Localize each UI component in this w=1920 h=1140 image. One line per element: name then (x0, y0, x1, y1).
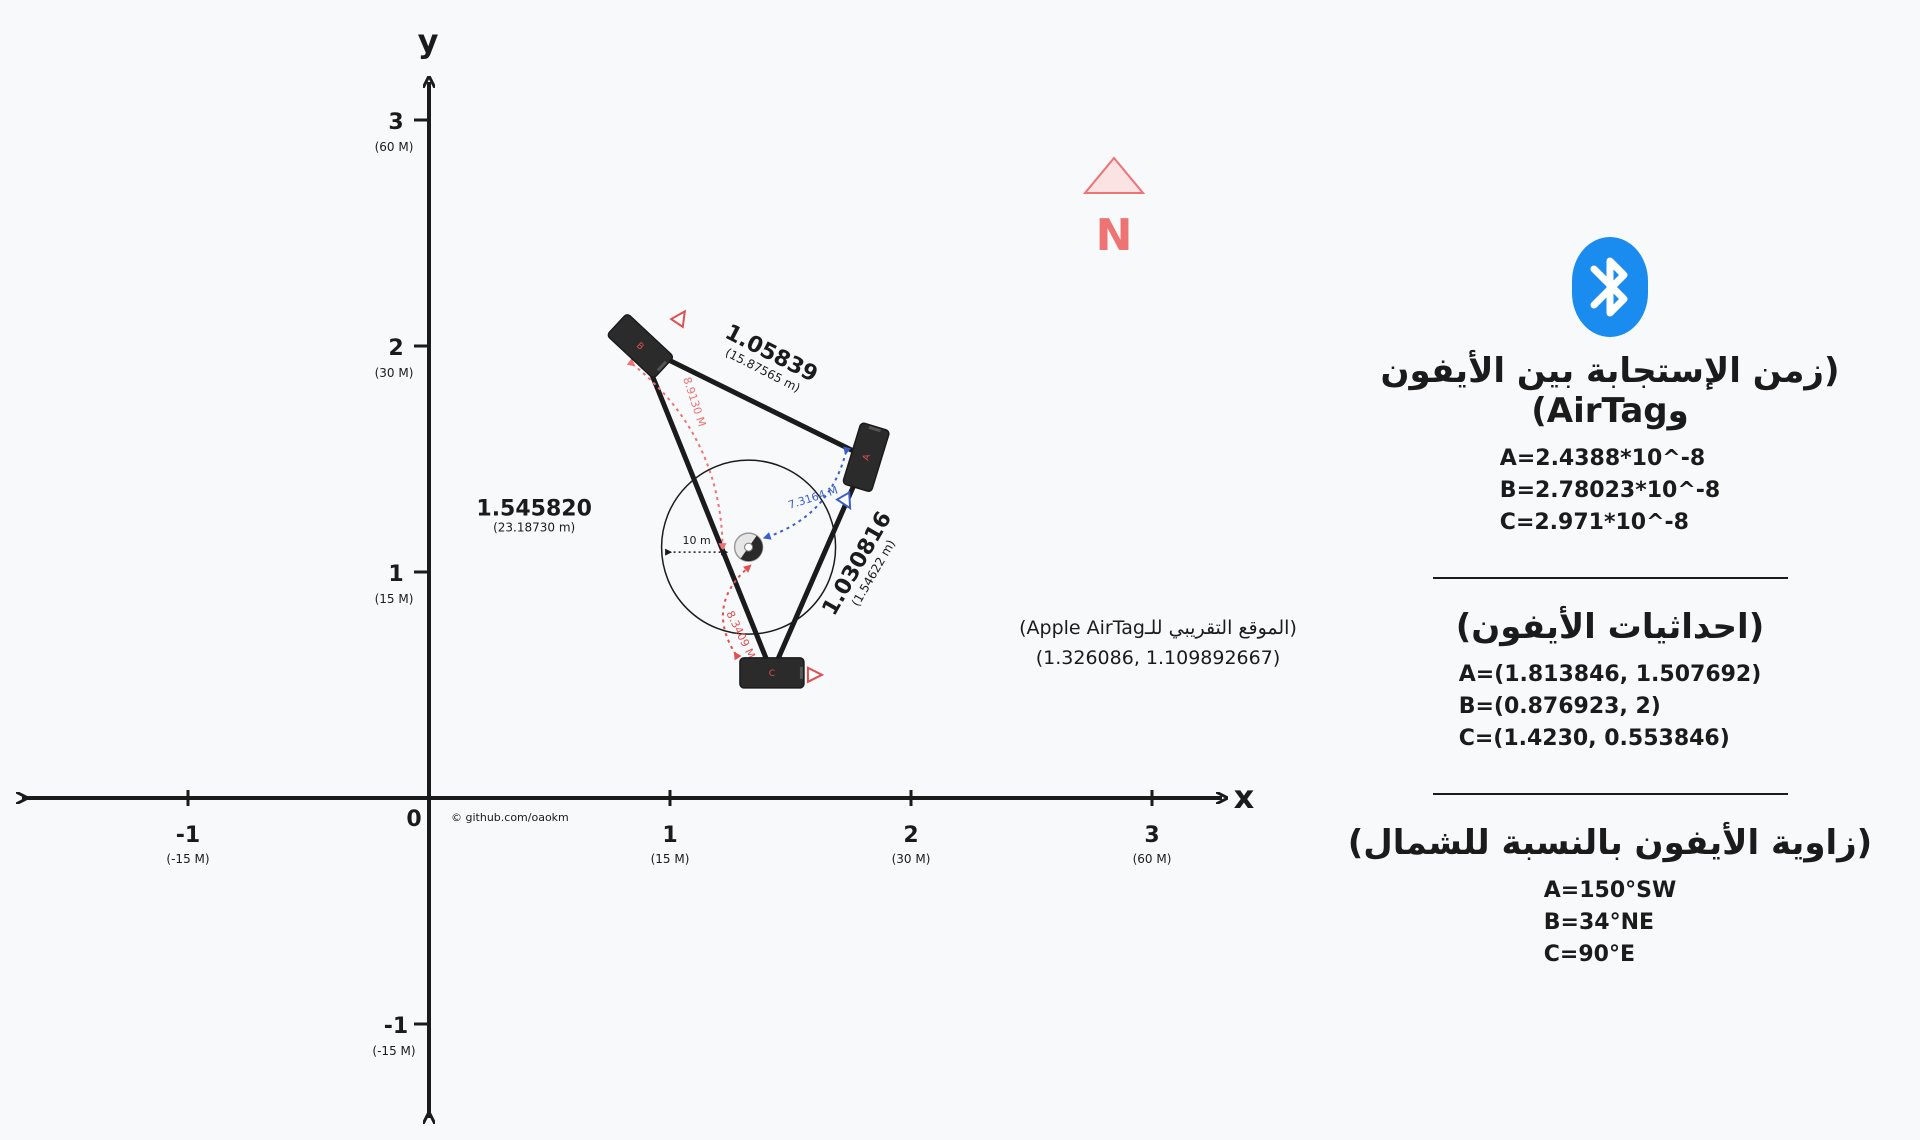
phone-label: B (634, 341, 645, 353)
phone-body (607, 314, 674, 378)
x-tick-label: -1 (176, 823, 200, 848)
x-tick-label: 3 (1144, 823, 1159, 848)
phone-label: C (769, 669, 775, 679)
axes: x y 0 -1 (-15 M) 1 (15 M) 2 (30 M) 3 (60 M) 3 (60… (22, 22, 1255, 1118)
coordinate-b: B=(0.876923, 2) (1458, 694, 1661, 719)
phone-body (739, 657, 805, 689)
angle-b: B=34°NE (1543, 910, 1655, 935)
x-tick-label: 1 (662, 823, 677, 848)
x-axis-label: x (1234, 778, 1255, 816)
y-tick-sub: (-15 M) (372, 1044, 415, 1058)
divider (1432, 793, 1788, 795)
tick-layer: -1 (-15 M) 1 (15 M) 2 (30 M) 3 (60 M) 3 (60 M) 2 (3… (166, 110, 1171, 1058)
side-bc-value: 1.545820 (476, 496, 592, 521)
coordinates-title: (احداثيات الأيفون) (1455, 607, 1765, 647)
y-tick-sub: (30 M) (375, 366, 414, 380)
distance-arrow-c (722, 564, 752, 661)
credit-text: © github.com/oaokm (451, 811, 569, 824)
airtag-estimate-coords: (1.326086, 1.109892667) (1036, 647, 1281, 669)
y-tick-label: 1 (388, 562, 403, 587)
y-tick-label: 2 (388, 336, 403, 361)
coordinates-list: A=(1.813846, 1.507692) B=(0.876923, 2) C… (1459, 659, 1762, 755)
coordinate-a: A=(1.813846, 1.507692) (1458, 662, 1762, 687)
y-tick-label: 3 (388, 110, 403, 135)
angle-a: A=150°SW (1543, 878, 1677, 903)
side-label-ab: 1.05839 (15.87565 m) (721, 320, 822, 395)
response-time-title: (زمن الإستجابة بين الأيفون وAirTag) (1380, 351, 1840, 431)
response-time-c: C=2.971*10^-8 (1499, 510, 1689, 535)
y-tick-sub: (60 M) (375, 140, 414, 154)
response-time-list: A=2.4388*10^-8 B=2.78023*10^-8 C=2.971*1… (1500, 443, 1720, 539)
side-label-bc: 1.545820 (23.18730 m) (476, 496, 592, 534)
phone-camera (868, 425, 881, 433)
x-tick-sub: (15 M) (651, 852, 690, 866)
heading-triangle (669, 309, 687, 329)
divider (1432, 577, 1788, 579)
heading-triangle (835, 490, 852, 511)
heading-triangle (806, 666, 825, 684)
phone-a: A (842, 422, 890, 493)
airtag-estimate: (الموقع التقريبي للـApple AirTag) (1.326… (1019, 617, 1297, 669)
phone-camera (656, 360, 668, 372)
y-tick-label: -1 (384, 1014, 408, 1039)
angle-list: A=150°SW B=34°NE C=90°E (1544, 875, 1677, 971)
angle-title: (زاوية الأيفون بالنسبة للشمال) (1347, 823, 1873, 863)
x-tick-label: 2 (903, 823, 918, 848)
north-triangle-icon (1082, 156, 1146, 194)
phone-heading-icon (835, 490, 852, 511)
y-tick-sub: (15 M) (375, 592, 414, 606)
y-axis-label: y (418, 22, 439, 60)
phone-body (842, 422, 890, 493)
origin-label: 0 (406, 807, 421, 832)
phone-label: A (861, 452, 873, 462)
north-indicator: N (1082, 156, 1146, 261)
angle-c: C=90°E (1543, 942, 1635, 967)
distance-arrow-b (626, 358, 727, 552)
response-time-a: A=2.4388*10^-8 (1499, 446, 1706, 471)
bluetooth-logo (1310, 235, 1910, 345)
phone-camera (799, 666, 803, 679)
x-tick-sub: (60 M) (1133, 852, 1172, 866)
north-label: N (1096, 210, 1133, 261)
side-label-ac: 1.030816 (1.54622 m) (818, 508, 898, 621)
airtag-icon (733, 532, 764, 562)
phone-b: B (607, 314, 674, 378)
side-bc-meters: (23.18730 m) (493, 520, 575, 534)
x-tick-sub: (-15 M) (166, 852, 209, 866)
triangle-edges (637, 343, 869, 676)
bluetooth-icon (1572, 237, 1648, 337)
phone-c: C (739, 657, 805, 689)
info-panel: (زمن الإستجابة بين الأيفون وAirTag) A=2.… (1310, 235, 1910, 971)
airtag-estimate-label: (الموقع التقريبي للـApple AirTag) (1019, 617, 1297, 639)
phones: A B C (607, 309, 890, 689)
response-time-b: B=2.78023*10^-8 (1499, 478, 1721, 503)
phone-heading-icon (806, 666, 825, 684)
phone-heading-icon (669, 309, 687, 329)
coordinate-c: C=(1.4230, 0.553846) (1458, 726, 1730, 751)
distance-arrow-a (762, 446, 851, 540)
x-tick-sub: (30 M) (892, 852, 931, 866)
radius-label: 10 m (682, 534, 710, 547)
